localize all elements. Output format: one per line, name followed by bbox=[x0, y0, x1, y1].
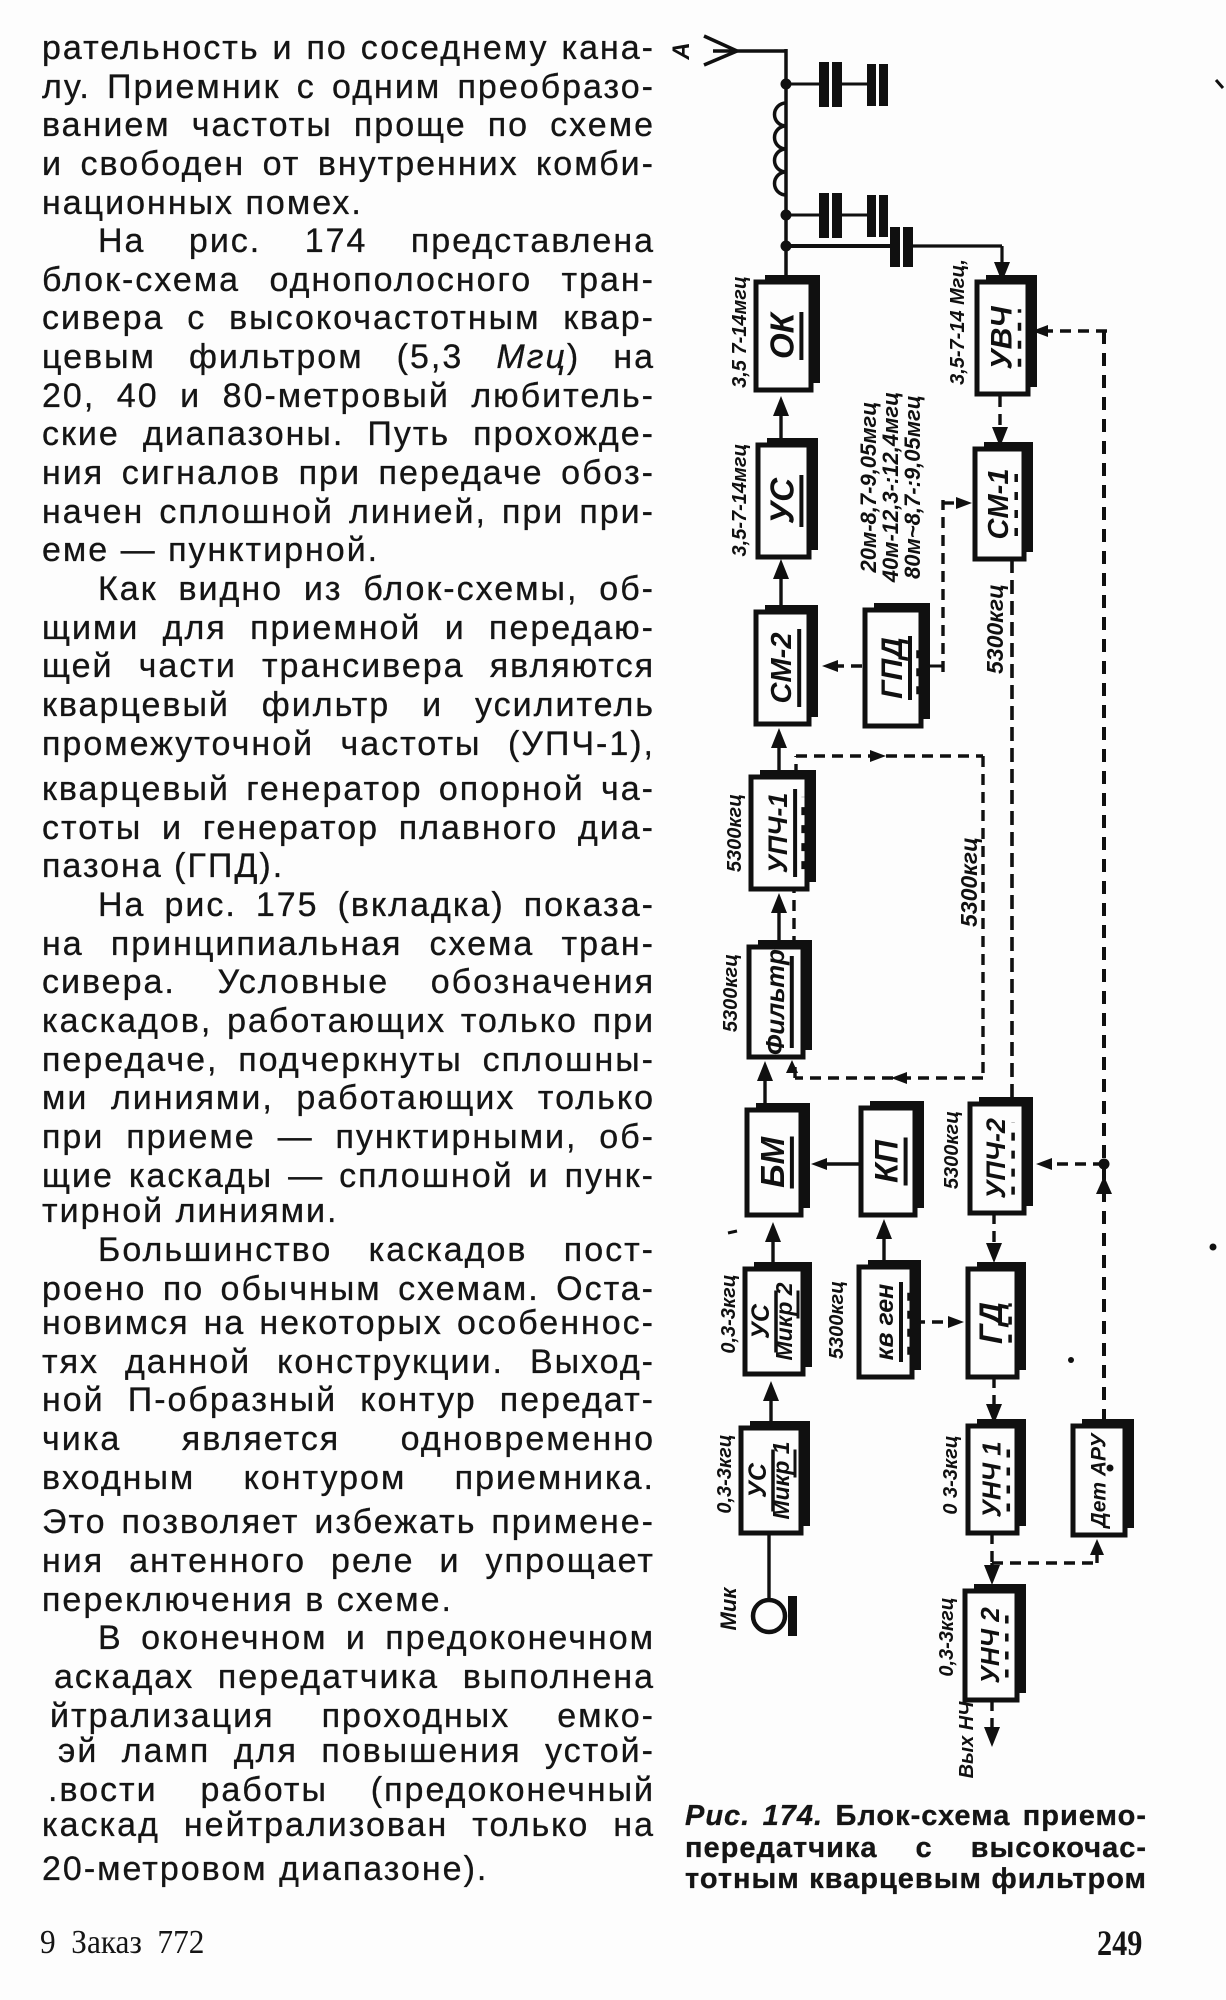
svg-text:5300кгц: 5300кгц bbox=[941, 1111, 963, 1189]
svg-text:Фильтр: Фильтр bbox=[760, 949, 790, 1055]
svg-text:СМ-1: СМ-1 bbox=[983, 469, 1015, 540]
svg-text:3,5-7-14 Мгц,: 3,5-7-14 Мгц, bbox=[947, 259, 969, 385]
svg-text:УНЧ 2: УНЧ 2 bbox=[975, 1607, 1005, 1684]
svg-text:0 3-3кгц: 0 3-3кгц bbox=[940, 1435, 962, 1514]
svg-text:УС: УС bbox=[744, 1462, 772, 1498]
svg-text:СМ-2: СМ-2 bbox=[766, 633, 798, 704]
svg-text:УС: УС bbox=[747, 1303, 775, 1339]
svg-text:УС: УС bbox=[763, 477, 800, 524]
svg-text:УНЧ 1: УНЧ 1 bbox=[976, 1441, 1006, 1517]
svg-text:БМ: БМ bbox=[754, 1136, 791, 1188]
svg-text:Вых НЧ: Вых НЧ bbox=[956, 1701, 978, 1779]
svg-text:5300кгц: 5300кгц bbox=[724, 794, 746, 872]
svg-text:Дет АРУ: Дет АРУ bbox=[1087, 1432, 1110, 1530]
svg-text:5300кгц: 5300кгц bbox=[956, 837, 982, 927]
svg-text:ГД: ГД bbox=[973, 1302, 1009, 1344]
svg-text:5300кгц: 5300кгц bbox=[826, 1281, 848, 1359]
svg-text:3,5-7-14мгц: 3,5-7-14мгц bbox=[729, 444, 751, 557]
svg-text:А: А bbox=[668, 42, 695, 60]
svg-text:3,5 7-14мгц: 3,5 7-14мгц bbox=[729, 276, 751, 388]
svg-text:5300кгц: 5300кгц bbox=[982, 584, 1008, 674]
svg-text:ГПД: ГПД bbox=[876, 637, 909, 699]
svg-text:КП: КП bbox=[869, 1139, 905, 1183]
svg-text:0,3-3кгц: 0,3-3кгц bbox=[714, 1434, 736, 1513]
svg-text:40м-12,3-:12,4мгц: 40м-12,3-:12,4мгц bbox=[878, 392, 903, 584]
svg-text:ОК: ОК bbox=[763, 310, 800, 359]
svg-text:5300кгц: 5300кгц bbox=[720, 954, 742, 1032]
svg-text:0,3-3кгц: 0,3-3кгц bbox=[718, 1274, 740, 1353]
svg-text:Микр 2: Микр 2 bbox=[771, 1282, 797, 1360]
svg-text:0,3-3кгц: 0,3-3кгц bbox=[936, 1597, 958, 1676]
svg-text:УПЧ-1: УПЧ-1 bbox=[763, 793, 793, 874]
svg-text:Мик: Мик bbox=[716, 1586, 741, 1631]
svg-text:20м-8,7-9,05мгц: 20м-8,7-9,05мгц bbox=[856, 401, 881, 573]
svg-text:Микр 1: Микр 1 bbox=[768, 1441, 794, 1519]
svg-text:УВЧ: УВЧ bbox=[986, 306, 1019, 370]
svg-text:кв ген: кв ген bbox=[871, 1284, 899, 1360]
svg-text:80м~8,7-:9,05мгц: 80м~8,7-:9,05мгц bbox=[900, 395, 925, 579]
svg-text:УПЧ-2: УПЧ-2 bbox=[981, 1118, 1011, 1199]
